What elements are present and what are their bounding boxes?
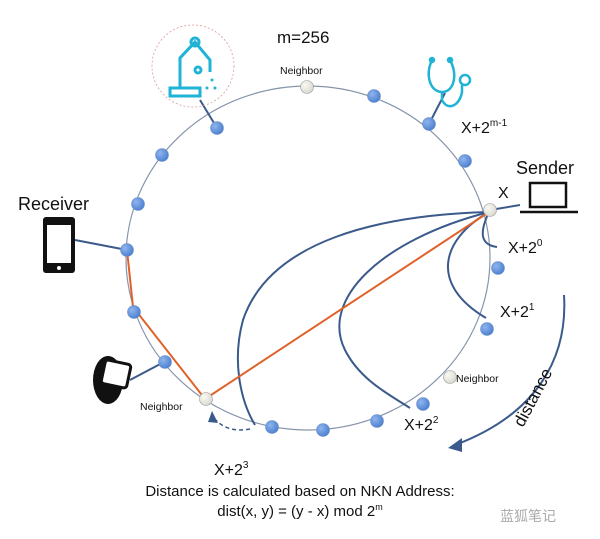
node[interactable] [458, 154, 472, 168]
node[interactable] [158, 355, 172, 369]
laptop-icon [520, 181, 578, 214]
nodes [120, 80, 505, 437]
finger-arcs [236, 211, 498, 426]
dashed-arrow [208, 411, 251, 431]
stethoscope-icon [427, 56, 472, 108]
formula: dist(x, y) = (y - x) mod 2 [217, 503, 376, 520]
robot-arm-icon [151, 24, 235, 108]
node[interactable] [491, 261, 505, 275]
finger-arc-2 [338, 211, 490, 409]
node[interactable] [127, 305, 141, 319]
neighbor-node[interactable] [199, 392, 213, 406]
finger-label-2: X+22 [404, 415, 439, 434]
finger-label-0: X+20 [508, 238, 543, 257]
caption-line-1: Distance is calculated based on NKN Addr… [145, 483, 455, 500]
formula-exponent: m [375, 502, 383, 512]
node[interactable] [210, 121, 224, 135]
node[interactable] [155, 148, 169, 162]
node[interactable] [416, 397, 430, 411]
finger-label-3: X+23 [214, 460, 249, 479]
ring [125, 85, 491, 431]
smartwatch-icon [93, 356, 133, 404]
phone-link [74, 239, 128, 251]
receiver-node[interactable] [120, 243, 134, 257]
finger-arc-0 [481, 211, 498, 248]
sender-label: Sender [516, 158, 574, 178]
watch-link [129, 361, 165, 381]
phone-icon [43, 217, 75, 273]
caption-line-2: dist(x, y) = (y - x) mod 2m [0, 502, 600, 520]
sender-node-x[interactable] [483, 203, 497, 217]
finger-label-m-1: X+2m-1 [461, 118, 508, 137]
x-label: X [498, 185, 509, 202]
route [126, 211, 490, 400]
node[interactable] [480, 322, 494, 336]
distance-arrow [448, 294, 566, 452]
node[interactable] [265, 420, 279, 434]
watermark: 蓝狐笔记 [500, 508, 556, 524]
neighbor-label-left: Neighbor [140, 401, 183, 413]
neighbor-label-right: Neighbor [456, 373, 499, 385]
distance-label: distance [510, 365, 557, 430]
node[interactable] [316, 423, 330, 437]
receiver-label: Receiver [18, 194, 89, 214]
ring-size-label: m=256 [277, 28, 329, 47]
finger-arc-3 [236, 211, 490, 426]
finger-label-1: X+21 [500, 302, 535, 321]
node[interactable] [131, 197, 145, 211]
node[interactable] [422, 117, 436, 131]
neighbor-node[interactable] [300, 80, 314, 94]
node[interactable] [370, 414, 384, 428]
neighbor-label-top: Neighbor [280, 65, 323, 77]
neighbor-node[interactable] [443, 370, 457, 384]
node[interactable] [367, 89, 381, 103]
